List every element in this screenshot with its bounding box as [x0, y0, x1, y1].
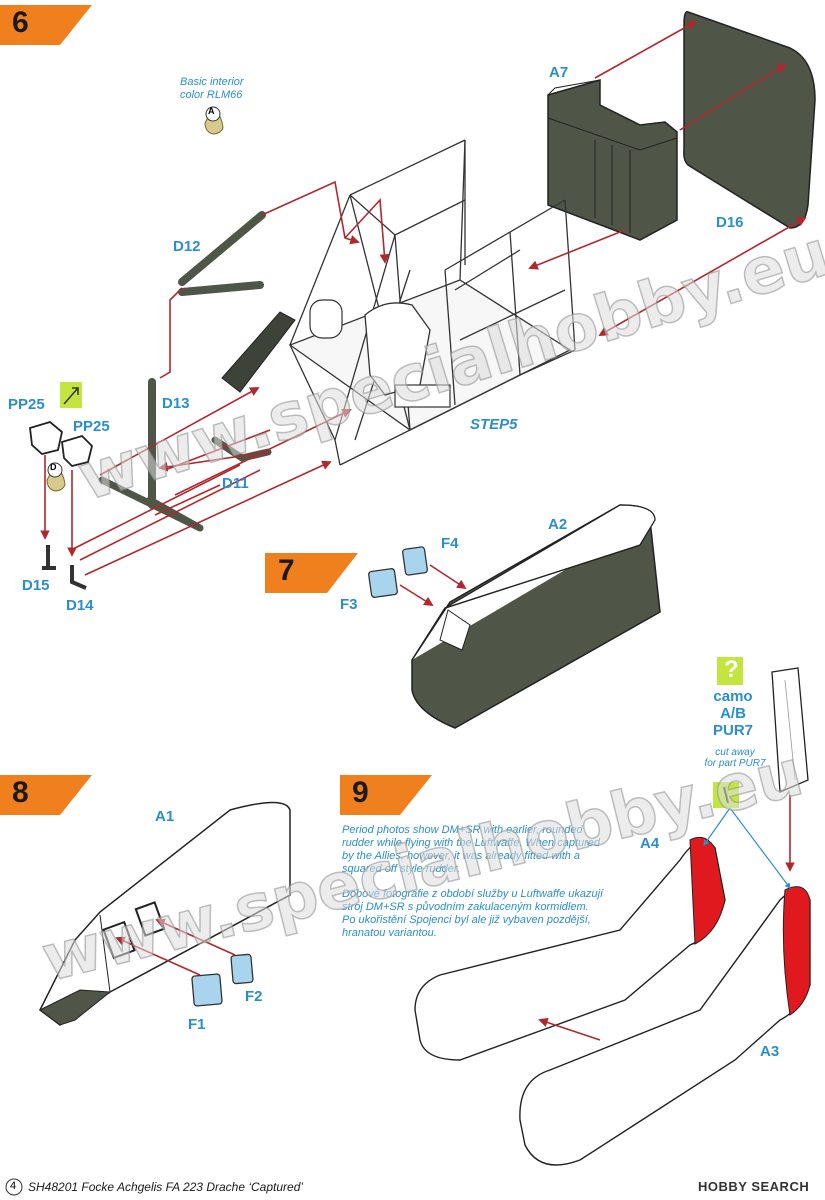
label-d16: D16	[716, 214, 744, 231]
color-rlm66-text: color RLM66	[180, 89, 243, 101]
label-d13: D13	[162, 395, 190, 412]
label-pp25-a: PP25	[8, 396, 45, 413]
part-pp25-a	[29, 420, 63, 455]
label-camo: camo	[713, 688, 753, 705]
label-a3: A3	[760, 1043, 780, 1060]
step-6-number: 6	[12, 6, 29, 39]
paint-d-label: D	[50, 462, 57, 472]
step-8-flag	[0, 775, 92, 815]
label-d15: D15	[22, 577, 50, 594]
rudder-note-czech: Dobové fotografie z období služby u Luft…	[342, 888, 604, 939]
cut-away-part-text: for part PUR7	[704, 758, 766, 769]
part-base-bars	[98, 476, 204, 532]
step-6-flag	[0, 5, 92, 45]
part-f3	[368, 568, 398, 598]
footer-brand: HOBBY SEARCH	[698, 1179, 810, 1194]
label-d14: D14	[66, 597, 94, 614]
label-pp25-b: PP25	[73, 418, 110, 435]
label-f4: F4	[441, 535, 459, 552]
part-d12-bar	[178, 211, 266, 296]
paint-drop-icon	[46, 462, 66, 492]
step-9-flag	[340, 775, 432, 815]
rudder-note-english: Period photos show DM+SR with earlier, r…	[342, 824, 601, 875]
label-a1: A1	[155, 808, 175, 825]
flip-part-icon	[60, 382, 82, 408]
page-number: 4	[10, 1180, 17, 1192]
part-pp25-b	[61, 434, 93, 467]
part-a1-fuselage	[39, 801, 291, 1026]
part-f4	[402, 546, 428, 576]
part-f1	[191, 973, 223, 1007]
label-f2: F2	[245, 988, 263, 1005]
label-f1: F1	[188, 1016, 206, 1033]
part-f2	[230, 953, 254, 985]
question-mark: ?	[724, 656, 739, 683]
label-pur7: PUR7	[712, 722, 753, 739]
part-a4-rudder	[689, 836, 726, 945]
label-a7: A7	[549, 64, 569, 81]
basic-interior-text: Basic interior	[180, 76, 244, 88]
label-a4: A4	[640, 835, 660, 852]
label-a2: A2	[548, 516, 568, 533]
step-9-number: 9	[352, 776, 369, 809]
label-d12: D12	[173, 238, 201, 255]
label-ab: A/B	[720, 705, 746, 722]
part-a3-rudder	[782, 886, 811, 1016]
basic-interior-note: Basic interior color RLM66	[180, 76, 270, 102]
part-d15	[42, 545, 56, 570]
footer-text: SH48201 Focke Achgelis FA 223 Drache ‘Ca…	[28, 1180, 304, 1194]
part-d14	[70, 565, 87, 590]
cut-away-note: cut away for part PUR7	[700, 747, 770, 769]
paint-a-label: A	[208, 106, 215, 116]
step-7-flag	[265, 553, 358, 593]
label-d11: D11	[222, 475, 249, 492]
part-d16-panel	[683, 11, 816, 229]
step-7-number: 7	[278, 554, 295, 587]
page-number-circle	[5, 1178, 23, 1196]
step-8-number: 8	[12, 776, 29, 809]
label-step5: STEP5	[470, 416, 518, 433]
question-box-icon	[717, 657, 743, 685]
part-radiator	[221, 311, 296, 393]
cut-away-text: cut away	[715, 747, 755, 758]
label-f3: F3	[340, 596, 358, 613]
paint-drop-icon	[204, 106, 224, 135]
